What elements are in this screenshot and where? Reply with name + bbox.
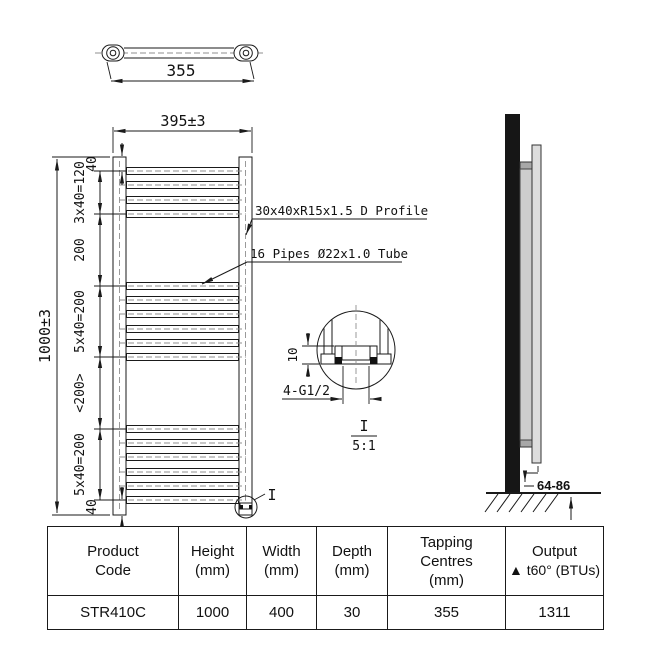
detail-reference-leader	[253, 493, 266, 501]
thread-label: 4-G1/2	[283, 384, 330, 399]
segment-extension-lines	[94, 170, 126, 501]
header-line: Depth	[331, 543, 373, 560]
dim-height: 1000±3	[36, 309, 54, 363]
ground-hatch	[508, 493, 523, 513]
header-line: Height	[190, 543, 235, 560]
chain-arrow	[97, 203, 103, 214]
spec-table: Product Code Height (mm) Width (mm) Dept…	[47, 526, 604, 630]
ground-hatch	[484, 493, 499, 513]
header-output: Output ▲ t60° (BTUs)	[505, 526, 604, 596]
dim-seg-gap2: <200>	[73, 373, 88, 412]
front-view: 395±3 1000±3 3x40=120 200 5x40=200 <200>…	[36, 112, 428, 528]
socket-seal-right	[370, 357, 377, 364]
wall-section	[505, 114, 520, 493]
top-view-left-bush-inner-circle	[109, 49, 117, 57]
dim-seg-top: 40	[85, 156, 100, 172]
pipes-leader	[201, 261, 248, 285]
extension-line	[106, 61, 112, 80]
dim-width: 395±3	[160, 112, 205, 130]
profile-label: 30x40xR15x1.5 D Profile	[255, 203, 428, 218]
top-bracket	[519, 161, 534, 170]
header-line: (mm)	[429, 571, 464, 589]
ground-hatching	[484, 493, 559, 513]
header-line: ▲ t60° (BTUs)	[508, 562, 601, 578]
bottom-bush-seal	[240, 505, 243, 509]
chain-arrow	[97, 418, 103, 429]
pipes-label: 16 Pipes Ø22x1.0 Tube	[250, 246, 408, 261]
chain-arrow	[97, 214, 103, 225]
header-depth: Depth (mm)	[316, 526, 388, 596]
spec-value-row: STR410C 1000 400 30 355 1311	[47, 595, 604, 630]
detail-reference-circle	[234, 495, 258, 519]
dim-seg-group3: 5x40=200	[73, 433, 88, 496]
chain-arrow	[97, 346, 103, 357]
detail-title-letter: I	[359, 417, 368, 435]
header-tapping-centres: Tapping Centres (mm)	[387, 526, 506, 596]
header-width: Width (mm)	[246, 526, 317, 596]
ground-hatch	[544, 493, 559, 513]
pipe-wall-left	[323, 311, 333, 355]
header-line: (mm)	[334, 562, 370, 579]
header-height: Height (mm)	[178, 526, 247, 596]
value-output: 1311	[505, 595, 604, 630]
value-depth: 30	[316, 595, 388, 630]
dim-seg-group2: 5x40=200	[73, 290, 88, 353]
chain-arrow	[97, 171, 103, 182]
bottom-bush-seal	[249, 505, 252, 509]
header-line: (mm)	[195, 562, 230, 579]
header-line: Output	[531, 543, 578, 560]
value-height: 1000	[178, 595, 247, 630]
spec-header-row: Product Code Height (mm) Width (mm) Dept…	[47, 526, 604, 596]
ground-hatch	[532, 493, 547, 513]
profile-leader	[245, 218, 253, 236]
ground-hatch	[520, 493, 535, 513]
value-width: 400	[246, 595, 317, 630]
detail-reference-letter: I	[267, 486, 276, 504]
socket-seal-left	[335, 357, 342, 364]
chain-arrow	[97, 357, 103, 368]
value-product-code: STR410C	[47, 595, 179, 630]
header-line: Width	[262, 543, 301, 560]
detail-view: 10 4-G1/2 I 5:1	[282, 305, 396, 454]
header-line: Product	[87, 543, 139, 560]
dim-seg-gap1: 200	[73, 238, 88, 261]
pipe-wall-right	[379, 311, 389, 355]
header-line: Centres	[420, 552, 473, 570]
header-line: Tapping	[420, 533, 473, 551]
pipes-group	[119, 167, 246, 504]
chain-arrow	[97, 275, 103, 286]
ground-hatch	[496, 493, 511, 513]
chain-arrow	[97, 429, 103, 440]
dim-wall-distance: 64-86	[537, 478, 570, 493]
dim-seg-bottom: 40	[85, 499, 100, 515]
header-line: (mm)	[264, 562, 299, 579]
header-product-code: Product Code	[47, 526, 179, 596]
extension-line	[249, 61, 255, 80]
value-tapping-centres: 355	[387, 595, 506, 630]
side-view: 64-86	[484, 114, 601, 520]
radiator-rail-side	[531, 144, 542, 464]
segment-chain-arrows	[97, 171, 103, 500]
top-view-right-bush-inner-circle	[242, 49, 250, 57]
header-line: Code	[95, 562, 131, 579]
dim-tapping-centres: 355	[167, 61, 196, 80]
dim-socket-depth: 10	[285, 347, 300, 362]
dim-seg-group1: 3x40=120	[73, 161, 88, 224]
detail-scale: 5:1	[352, 439, 375, 454]
radiator-panel-side	[519, 168, 533, 441]
top-view: 355	[95, 44, 265, 84]
chain-arrow	[97, 489, 103, 500]
chain-arrow	[97, 286, 103, 297]
